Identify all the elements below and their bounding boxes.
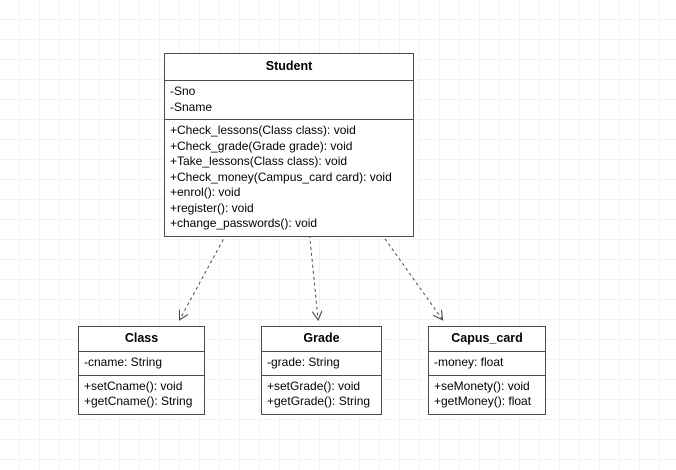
class-title-grade: Grade: [262, 327, 381, 352]
method-row: +change_passwords(): void: [170, 216, 318, 230]
class-title-class: Class: [79, 327, 204, 352]
class-methods-class: +setCname(): void +getCname(): String: [79, 376, 204, 414]
class-title-student: Student: [165, 54, 413, 81]
method-row: +Check_lessons(Class class): void: [170, 123, 356, 137]
class-attributes-student: -Sno -Sname: [165, 81, 413, 120]
uml-class-capus-card[interactable]: Capus_card -money: float +seMonety(): vo…: [428, 326, 546, 415]
method-row: +getCname(): String: [84, 394, 193, 408]
method-row: +Take_lessons(Class class): void: [170, 154, 348, 168]
attribute-row: -grade: String: [267, 355, 340, 369]
method-row: +setCname(): void: [84, 378, 183, 393]
edge-student-to-class: [180, 228, 230, 319]
class-attributes-class: -cname: String: [79, 352, 204, 376]
attribute-row: -Sname: [170, 99, 213, 114]
method-row: +Check_money(Campus_card card): void: [170, 169, 392, 184]
edge-student-to-capus-card: [377, 228, 442, 319]
class-title-capus-card: Capus_card: [429, 327, 545, 352]
uml-class-class[interactable]: Class -cname: String +setCname(): void +…: [78, 326, 205, 415]
attribute-row: -cname: String: [84, 355, 163, 369]
uml-class-student[interactable]: Student -Sno -Sname +Check_lessons(Class…: [164, 53, 414, 237]
class-attributes-capus-card: -money: float: [429, 352, 545, 376]
method-row: +getGrade(): String: [267, 394, 371, 408]
class-attributes-grade: -grade: String: [262, 352, 381, 376]
uml-class-grade[interactable]: Grade -grade: String +setGrade(): void +…: [261, 326, 382, 415]
class-methods-grade: +setGrade(): void +getGrade(): String: [262, 376, 381, 414]
method-row: +register(): void: [170, 200, 254, 215]
method-row: +setGrade(): void: [267, 378, 361, 393]
class-methods-capus-card: +seMonety(): void +getMoney(): float: [429, 376, 545, 414]
method-row: +Check_grade(Grade grade): void: [170, 138, 353, 153]
method-row: +getMoney(): float: [434, 394, 532, 408]
attribute-row: -Sno: [170, 84, 196, 98]
class-methods-student: +Check_lessons(Class class): void +Check…: [165, 120, 413, 236]
attribute-row: -money: float: [434, 355, 504, 369]
method-row: +enrol(): void: [170, 185, 241, 199]
method-row: +seMonety(): void: [434, 378, 530, 393]
edge-student-to-grade: [308, 228, 318, 319]
